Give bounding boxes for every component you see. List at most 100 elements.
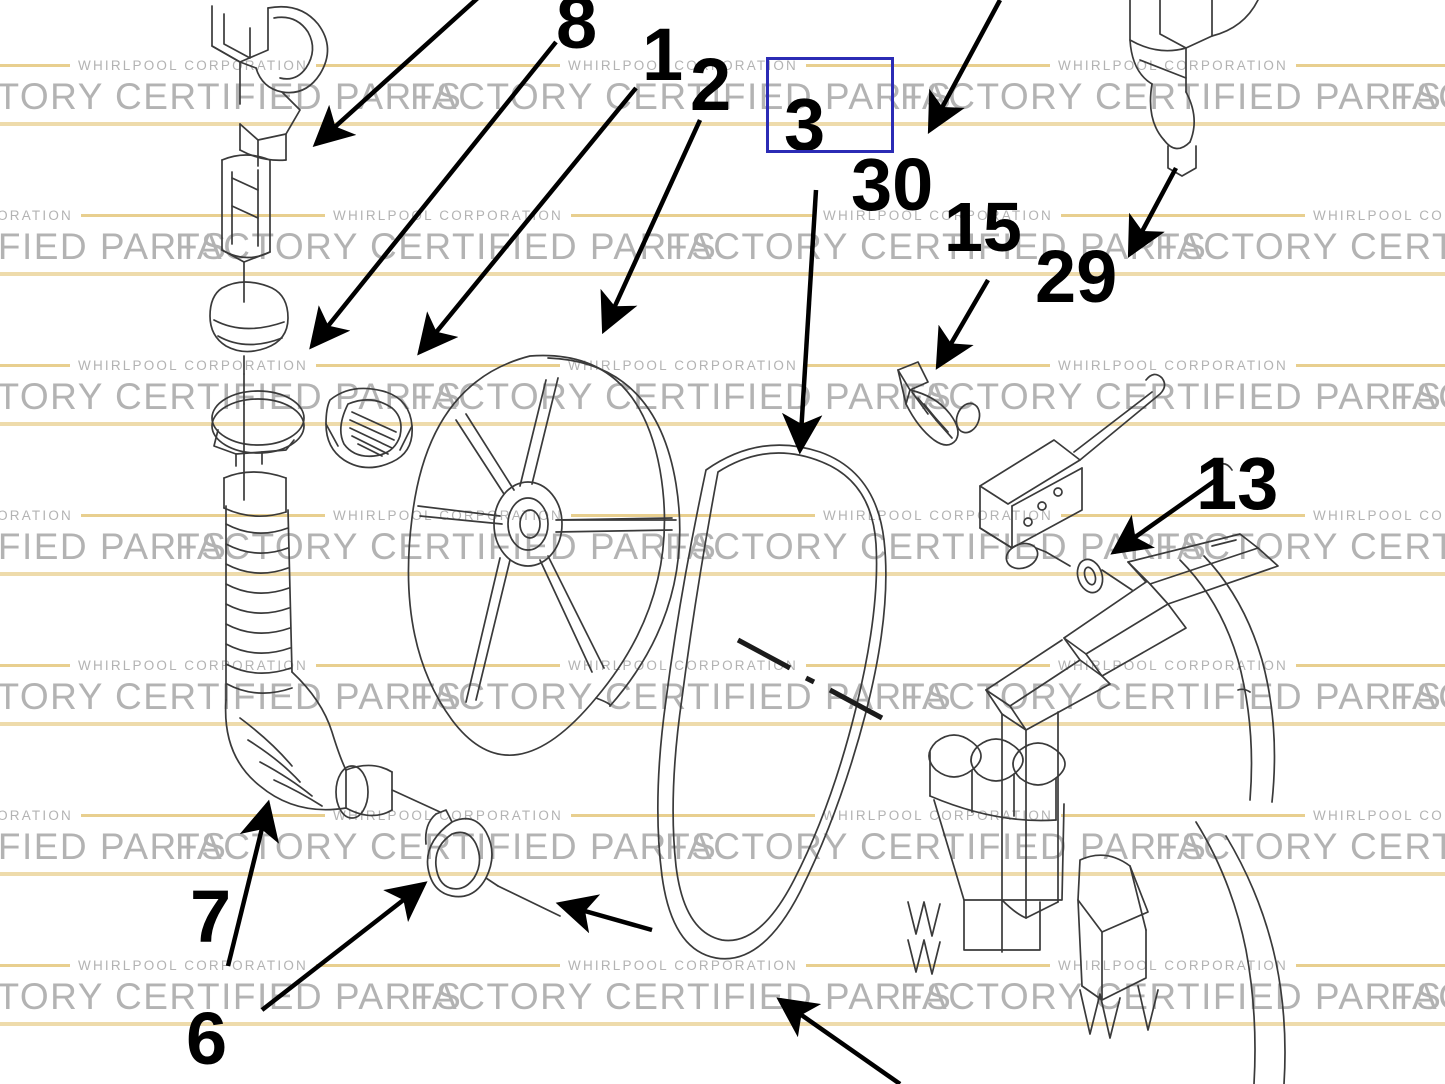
watermark-brand-row: WHIRLPOOL CORPORATION — [1155, 208, 1445, 223]
callout-number-1[interactable]: 1 — [642, 13, 684, 96]
watermark-rule-left — [665, 814, 815, 817]
watermark-brand-text: WHIRLPOOL CORPORATION — [823, 508, 1053, 523]
watermark-rule-left — [900, 364, 1050, 367]
leader-to-spring-clamp — [260, 881, 428, 1012]
watermark-brand-row: WHIRLPOOL CORPORATION — [1390, 58, 1445, 73]
watermark-rule-bottom — [175, 572, 665, 576]
watermark-rule-left — [0, 964, 70, 967]
leader-to-pump — [312, 0, 479, 148]
watermark-brand-row: WHIRLPOOL CORPORATION — [0, 208, 175, 223]
watermark-brand-text: WHIRLPOOL CORPORATION — [568, 358, 798, 373]
callout-number-2[interactable]: 2 — [690, 43, 732, 126]
callout-number-30[interactable]: 30 — [851, 143, 934, 226]
watermark-main-text: FACTORY CERTIFIED PARTS — [900, 76, 1443, 117]
watermark-brand-row: WHIRLPOOL CORPORATION — [900, 958, 1390, 973]
callout-number-8[interactable]: 8 — [556, 0, 598, 64]
watermark-brand-row: WHIRLPOOL CORPORATION — [175, 808, 665, 823]
watermark-rule-left — [1155, 214, 1305, 217]
watermark-brand-row: WHIRLPOOL CORPORATION — [1390, 658, 1445, 673]
part-top-right-fragment — [1129, 0, 1259, 177]
watermark-main-text: FACTORY CERTIFIED PARTS — [410, 676, 953, 717]
part-spring-hose-clamp — [424, 809, 499, 898]
watermark-brand-text: WHIRLPOOL CORPORATION — [568, 958, 798, 973]
leader-to-30-upper — [927, 0, 1002, 134]
callout-number-7[interactable]: 7 — [190, 875, 232, 958]
watermark-rule-left — [1390, 664, 1445, 667]
watermark-brand-row: WHIRLPOOL CORPORATION — [900, 358, 1390, 373]
watermark-brand-row: WHIRLPOOL CORPORATION — [175, 508, 665, 523]
watermark-rule-right — [80, 214, 175, 217]
watermark-brand-text: WHIRLPOOL CORPORATION — [78, 58, 308, 73]
watermark-brand-text: WHIRLPOOL CORPORATION — [333, 508, 563, 523]
watermark-brand-row: WHIRLPOOL CORPORATION — [0, 958, 410, 973]
leader-misc-2 — [776, 997, 902, 1084]
watermark-rule-left — [0, 364, 70, 367]
watermark-main-text: FACTORY CERTIFIED PARTS — [0, 226, 228, 267]
watermark-brand-text: WHIRLPOOL CORPORATION — [333, 808, 563, 823]
watermark-rule-bottom — [175, 872, 665, 876]
watermark-rule-left — [175, 814, 325, 817]
watermark-brand-row: WHIRLPOOL CORPORATION — [1155, 808, 1445, 823]
part-hose-clamp — [211, 373, 305, 501]
callout-number-6[interactable]: 6 — [186, 997, 228, 1080]
watermark-rule-right — [1295, 664, 1390, 667]
watermark-main-text: FACTORY CERTIFIED PARTS — [1390, 676, 1445, 717]
watermark-rule-bottom — [0, 572, 175, 576]
callout-number-15[interactable]: 15 — [944, 188, 1022, 266]
watermark-rule-left — [175, 214, 325, 217]
watermark-main-text: FACTORY CERTIFIED PARTS — [0, 826, 228, 867]
watermark-rule-bottom — [900, 1022, 1390, 1026]
watermark-rule-left — [1390, 364, 1445, 367]
watermark-rule-bottom — [1390, 1022, 1445, 1026]
watermark-rule-bottom — [410, 1022, 900, 1026]
watermark-rule-right — [805, 964, 900, 967]
watermark-main-text: FACTORY CERTIFIED PARTS — [175, 526, 718, 567]
watermark-brand-text: WHIRLPOOL CORPORATION — [1313, 808, 1445, 823]
watermark-rule-right — [1295, 64, 1390, 67]
watermark-rule-right — [1295, 964, 1390, 967]
watermark-rule-left — [0, 664, 70, 667]
watermark-rule-bottom — [1390, 122, 1445, 126]
detail-fittings — [391, 789, 561, 917]
watermark-brand-row: WHIRLPOOL CORPORATION — [410, 358, 900, 373]
watermark-main-text: FACTORY CERTIFIED PARTS — [0, 76, 463, 117]
watermark-rule-right — [1060, 214, 1155, 217]
watermark-rule-bottom — [0, 422, 410, 426]
watermark-rule-bottom — [665, 572, 1155, 576]
watermark-brand-text: WHIRLPOOL CORPORATION — [1058, 958, 1288, 973]
watermark-rule-left — [665, 514, 815, 517]
leader-to-belt — [781, 189, 823, 455]
leader-lines — [225, 0, 1218, 1084]
watermark-brand-text: WHIRLPOOL CORPORATION — [0, 508, 73, 523]
watermark-rule-left — [410, 664, 560, 667]
watermark-brand-text: WHIRLPOOL CORPORATION — [0, 808, 73, 823]
watermark-main-text: FACTORY CERTIFIED PARTS — [900, 376, 1443, 417]
watermark-brand-text: WHIRLPOOL CORPORATION — [1313, 508, 1445, 523]
watermark-main-text: FACTORY CERTIFIED PARTS — [0, 676, 463, 717]
watermark-main-text: FACTORY CERTIFIED PARTS — [410, 376, 953, 417]
watermark-rule-bottom — [1390, 422, 1445, 426]
watermark-rule-left — [410, 964, 560, 967]
watermark-main-text: FACTORY CERTIFIED PARTS — [410, 976, 953, 1017]
watermark-main-text: FACTORY CERTIFIED PARTS — [900, 976, 1443, 1017]
callout-number-29[interactable]: 29 — [1035, 235, 1118, 318]
watermark-rule-bottom — [900, 122, 1390, 126]
watermark-rule-right — [805, 664, 900, 667]
part-drain-pump-assembly — [209, 5, 329, 375]
watermark-rule-right — [570, 814, 665, 817]
watermark-rule-right — [570, 514, 665, 517]
watermark-rule-left — [1155, 814, 1305, 817]
watermark-rule-bottom — [0, 872, 175, 876]
callout-number-13[interactable]: 13 — [1196, 442, 1279, 525]
watermark-brand-row: WHIRLPOOL CORPORATION — [665, 808, 1155, 823]
selection-highlight-box[interactable] — [766, 57, 894, 153]
watermark-rule-right — [1060, 514, 1155, 517]
watermark-main-text: FACTORY CERTIFIED PARTS — [1390, 976, 1445, 1017]
